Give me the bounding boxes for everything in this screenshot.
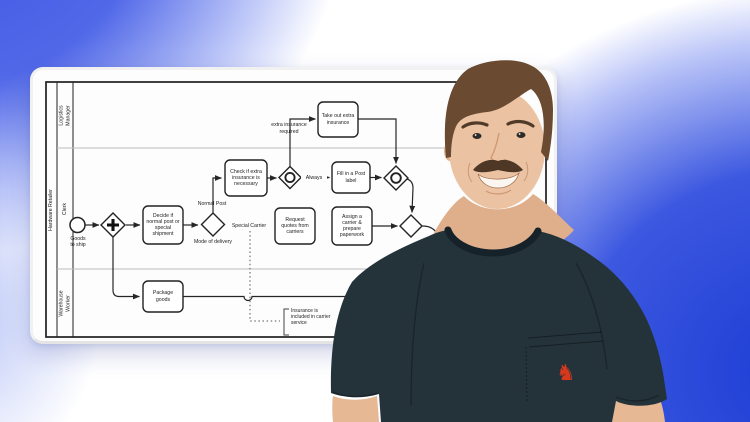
- right-forearm: [611, 396, 665, 422]
- whiteboard: [30, 67, 557, 344]
- polo-logo-icon: ♞: [556, 361, 576, 386]
- left-forearm: [332, 396, 379, 422]
